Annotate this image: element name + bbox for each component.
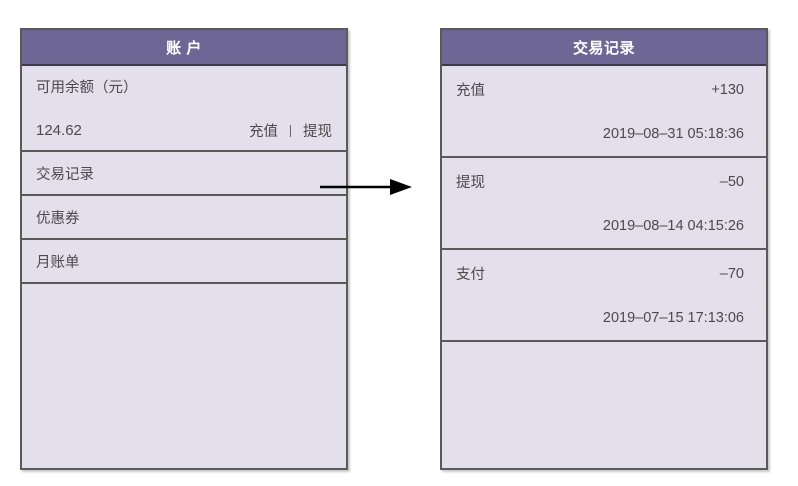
arrow-right-icon [320, 179, 412, 195]
transaction-datetime: 2019–08–14 04:15:26 [602, 218, 744, 234]
action-separator: 丨 [283, 124, 297, 139]
transaction-summary: 支付 –70 [456, 263, 752, 284]
transaction-amount: –50 [719, 173, 744, 190]
transaction-datetime: 2019–07–15 17:13:06 [602, 310, 744, 326]
balance-actions: 充值 丨 提现 [249, 120, 332, 141]
menu-item-label: 优惠券 [36, 210, 80, 227]
menu-item-coupons[interactable]: 优惠券 [22, 196, 346, 240]
menu-item-label: 月账单 [36, 254, 80, 271]
withdraw-button[interactable]: 提现 [303, 124, 332, 140]
account-panel: 账 户 可用余额（元） 124.62 充值 丨 提现 交易记录 优惠券 月账单 [20, 28, 348, 470]
available-balance-label: 可用余额（元） [36, 80, 138, 96]
menu-item-transaction-records[interactable]: 交易记录 [22, 152, 346, 196]
recharge-button[interactable]: 充值 [248, 124, 278, 140]
transaction-amount: +130 [711, 81, 744, 98]
account-panel-title: 账 户 [22, 30, 346, 66]
transaction-type: 充值 [456, 83, 485, 99]
account-panel-body: 可用余额（元） 124.62 充值 丨 提现 交易记录 优惠券 月账单 [22, 66, 346, 410]
transaction-datetime: 2019–08–31 05:18:36 [602, 126, 744, 142]
balance-value-and-actions: 124.62 充值 丨 提现 [36, 120, 332, 141]
transaction-records-panel: 交易记录 充值 +130 2019–08–31 05:18:36 提现 –50 … [440, 28, 768, 470]
transaction-row[interactable]: 充值 +130 2019–08–31 05:18:36 [442, 66, 766, 158]
menu-item-monthly-bill[interactable]: 月账单 [22, 240, 346, 284]
transaction-panel-empty-area [442, 342, 766, 446]
transaction-type: 支付 [456, 267, 485, 283]
transaction-amount: –70 [719, 265, 744, 282]
available-balance-amount: 124.62 [36, 122, 82, 139]
transaction-row[interactable]: 提现 –50 2019–08–14 04:15:26 [442, 158, 766, 250]
transaction-type: 提现 [456, 175, 485, 191]
transaction-summary: 充值 +130 [456, 79, 752, 100]
transaction-row[interactable]: 支付 –70 2019–07–15 17:13:06 [442, 250, 766, 342]
account-panel-empty-area [22, 284, 346, 410]
transaction-panel-title: 交易记录 [442, 30, 766, 66]
available-balance-row: 可用余额（元） 124.62 充值 丨 提现 [22, 66, 346, 152]
menu-item-label: 交易记录 [36, 166, 94, 183]
transaction-panel-body: 充值 +130 2019–08–31 05:18:36 提现 –50 2019–… [442, 66, 766, 446]
transaction-summary: 提现 –50 [456, 171, 752, 192]
